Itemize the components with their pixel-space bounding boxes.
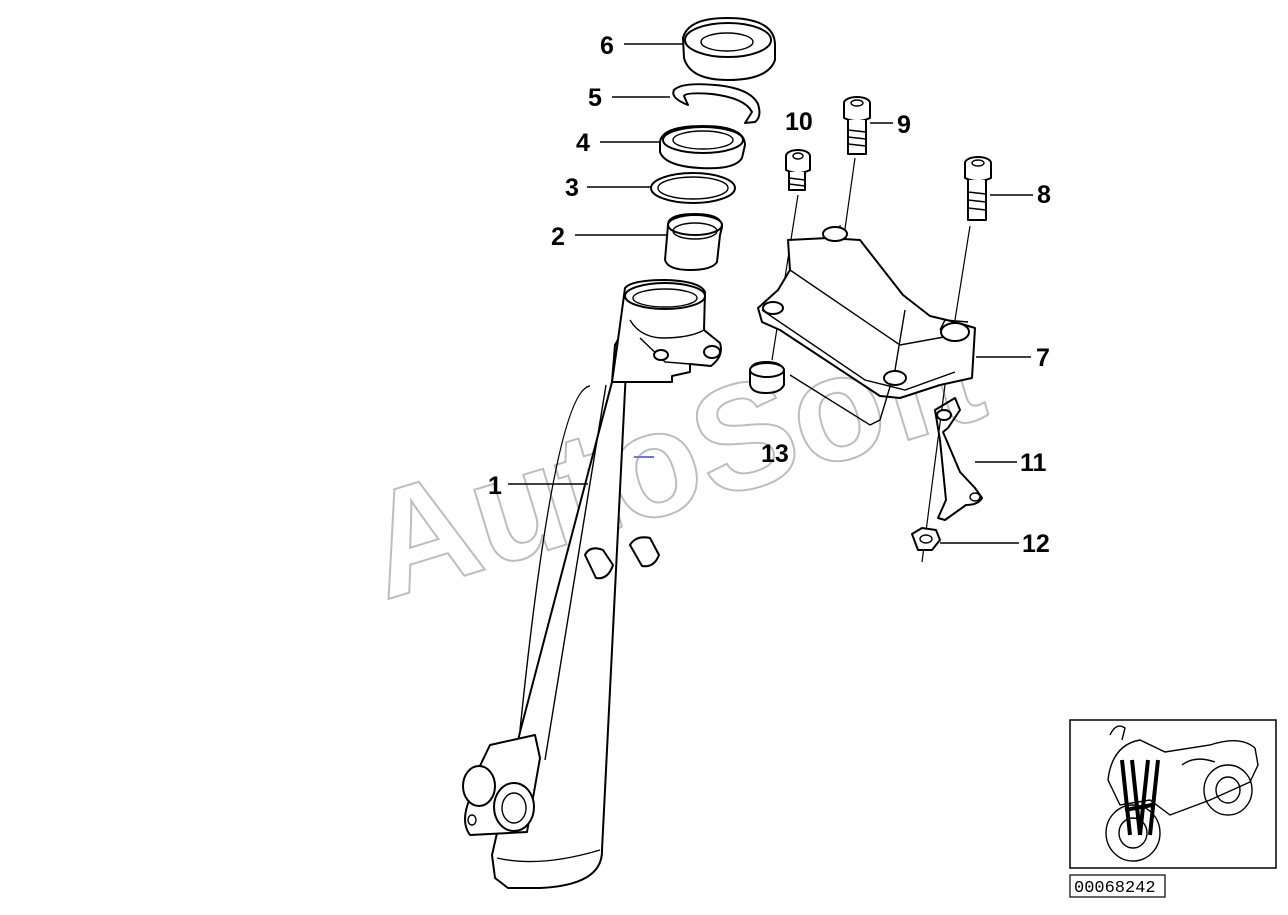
- callout-8: 8: [1037, 181, 1051, 209]
- reference-number: 00068242: [1074, 879, 1156, 898]
- callout-11: 11: [1020, 449, 1047, 477]
- callout-9: 9: [897, 111, 911, 139]
- leader-lines: [508, 43, 1033, 544]
- callout-labels: 6 5 4 3 2 1 10 9 8 7 13 11 12: [488, 32, 1051, 558]
- callout-7: 7: [1036, 344, 1050, 372]
- seal-ring: [659, 125, 746, 170]
- callout-5: 5: [588, 84, 602, 112]
- location-thumbnail: [1069, 719, 1277, 869]
- fork-tube: [462, 279, 722, 889]
- callout-2: 2: [551, 223, 565, 251]
- spacer-sleeve: [749, 361, 785, 394]
- bearing-ring: [664, 213, 723, 271]
- callout-10: 10: [785, 108, 813, 136]
- callout-12: 12: [1022, 530, 1050, 558]
- dust-cap: [682, 17, 776, 81]
- short-bolt: [771, 149, 811, 361]
- callout-4: 4: [576, 129, 590, 157]
- reference-box: 00068242: [1069, 874, 1166, 898]
- callout-6: 6: [600, 32, 614, 60]
- callout-13: 13: [761, 440, 789, 468]
- circlip: [672, 83, 761, 124]
- callout-1: 1: [488, 472, 502, 500]
- mounting-bracket: [757, 224, 976, 426]
- thin-ring: [650, 172, 736, 204]
- wire-clip: [934, 397, 983, 521]
- hex-nut: [911, 527, 941, 551]
- callout-3: 3: [565, 174, 579, 202]
